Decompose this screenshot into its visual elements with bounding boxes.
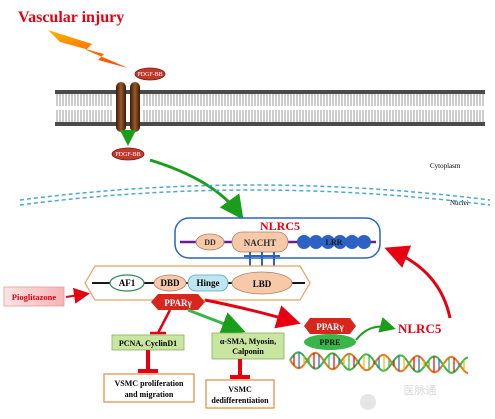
svg-text:PCNA, CyclinD1: PCNA, CyclinD1 xyxy=(119,339,177,348)
svg-text:NACHT: NACHT xyxy=(244,238,277,248)
cytoplasm-label: Cytoplasm xyxy=(430,162,461,170)
nlrc5-complex: NLRC5 DD NACHT LRR xyxy=(174,217,381,259)
pioglitazone-label: Pioglitazone xyxy=(12,292,57,302)
dd-domain xyxy=(195,233,225,251)
pioglitazone-box xyxy=(3,286,65,307)
ppre-element xyxy=(304,334,356,350)
svg-text:α-SMA, Myosin,: α-SMA, Myosin, xyxy=(220,337,276,346)
svg-text:Calponin: Calponin xyxy=(232,347,264,356)
nuclear-envelope xyxy=(19,184,491,206)
differentiation-markers-box xyxy=(211,332,285,360)
dbd-domain xyxy=(153,274,187,292)
svg-text:Hinge: Hinge xyxy=(196,278,219,288)
pdgf-receptor xyxy=(116,82,140,132)
pdgf-bb-ligand xyxy=(134,67,166,81)
svg-text:and migration: and migration xyxy=(125,390,174,399)
nuclei-label: Nuclei xyxy=(450,199,469,207)
pdgf-bb-ligand-label: PDGF-BB xyxy=(137,72,162,78)
dna-helix xyxy=(289,351,469,375)
promote-contractile-arrow xyxy=(187,308,246,335)
title: Vascular injury xyxy=(18,9,124,26)
svg-text:DD: DD xyxy=(204,238,216,247)
svg-text:AF1: AF1 xyxy=(119,278,136,288)
svg-text:LRR: LRR xyxy=(326,238,343,247)
svg-text:VSMC proliferation: VSMC proliferation xyxy=(115,379,185,388)
lbd-domain xyxy=(231,271,293,295)
nuclear-ppar-gamma xyxy=(304,318,356,334)
svg-text:VSMC: VSMC xyxy=(228,385,252,394)
nuclear-translocation-arrow xyxy=(204,298,301,329)
ppar-gamma xyxy=(151,294,205,310)
lightning-icon xyxy=(48,30,128,68)
ppar-domain-structure: AF1 DBD Hinge LBD xyxy=(84,265,311,301)
nlrc5-output-label: NLRC5 xyxy=(398,321,442,336)
af1-domain xyxy=(109,274,145,292)
cell-membrane xyxy=(55,90,485,126)
pdgf-bb-internal xyxy=(111,147,145,161)
lrr-domain xyxy=(297,235,371,249)
svg-text:PPARγ: PPARγ xyxy=(164,298,192,308)
pdgf-bb-internal-label: PDGF-BB xyxy=(115,152,140,158)
svg-text:dedifferentiation: dedifferentiation xyxy=(211,396,269,405)
svg-text:医脉通: 医脉通 xyxy=(404,383,437,397)
svg-text:PPRE: PPRE xyxy=(320,338,341,347)
watermark: 医脉通 xyxy=(360,383,437,410)
inhibit-proliferation-line xyxy=(156,309,172,334)
svg-text:PPARγ: PPARγ xyxy=(316,322,344,332)
svg-text:LBD: LBD xyxy=(253,279,272,289)
drug-arrow xyxy=(65,287,90,304)
feedback-arrow xyxy=(384,245,452,319)
nacht-domain xyxy=(231,231,289,253)
svg-text:DBD: DBD xyxy=(160,278,180,288)
hinge-domain xyxy=(187,274,229,292)
transcription-arrow xyxy=(355,317,396,341)
signal-arrow xyxy=(149,158,244,220)
dedifferentiation-outcome-box xyxy=(205,379,275,409)
nlrc5-title: NLRC5 xyxy=(260,219,300,233)
proliferation-outcome-box xyxy=(103,373,195,403)
